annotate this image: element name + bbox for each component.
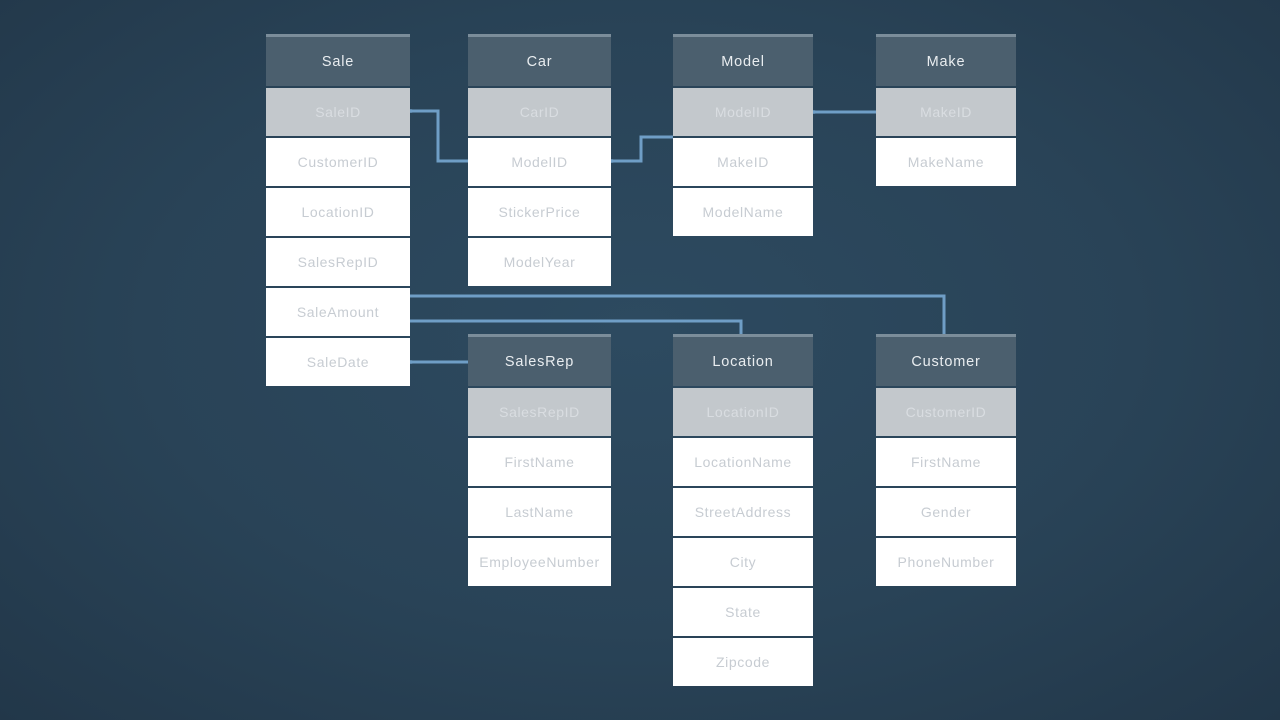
field-label: StickerPrice: [498, 204, 581, 220]
field-label: SalesRepID: [297, 254, 379, 270]
field-row-model-modelname: ModelName: [673, 188, 813, 236]
field-label: EmployeeNumber: [479, 554, 600, 570]
field-row-sale-locationid: LocationID: [266, 188, 410, 236]
field-row-make-makename: MakeName: [876, 138, 1016, 186]
field-label: SaleAmount: [296, 304, 380, 320]
field-row-car-stickerprice: StickerPrice: [468, 188, 611, 236]
field-label: CarID: [519, 104, 560, 120]
field-row-car-carid: CarID: [468, 88, 611, 136]
field-label: ModelID: [511, 154, 568, 170]
relationship-line-car-modelid-to-model-modelid: [611, 135, 673, 163]
field-label: City: [729, 554, 757, 570]
field-label: FirstName: [911, 454, 981, 470]
field-row-location-locationname: LocationName: [673, 438, 813, 486]
field-row-sale-saleid: SaleID: [266, 88, 410, 136]
table-make-title: Make: [926, 53, 966, 70]
field-label: Gender: [920, 504, 972, 520]
field-row-location-locationid: LocationID: [673, 388, 813, 436]
field-row-location-streetaddress: StreetAddress: [673, 488, 813, 536]
field-row-customer-customerid: CustomerID: [876, 388, 1016, 436]
field-label: MakeID: [920, 104, 972, 120]
table-sale-title: Sale: [321, 53, 355, 70]
table-car-header: Car: [468, 34, 611, 86]
field-row-sale-saleamount: SaleAmount: [266, 288, 410, 336]
field-label: StreetAddress: [694, 504, 792, 520]
table-make-header: Make: [876, 34, 1016, 86]
field-row-model-modelid: ModelID: [673, 88, 813, 136]
field-row-location-city: City: [673, 538, 813, 586]
field-label: PhoneNumber: [897, 554, 995, 570]
field-label: MakeID: [717, 154, 769, 170]
field-label: FirstName: [504, 454, 575, 470]
table-salesrep-header: SalesRep: [468, 334, 611, 386]
relationship-line-sale-saleid-to-car-modelid: [410, 109, 468, 163]
field-label: State: [725, 604, 761, 620]
field-row-sale-customerid: CustomerID: [266, 138, 410, 186]
field-row-salesrep-employeenumber: EmployeeNumber: [468, 538, 611, 586]
table-customer-title: Customer: [911, 353, 981, 370]
table-model-title: Model: [721, 53, 765, 70]
field-row-sale-saledate: SaleDate: [266, 338, 410, 386]
field-row-make-makeid: MakeID: [876, 88, 1016, 136]
field-row-sale-salesrepid: SalesRepID: [266, 238, 410, 286]
field-row-salesrep-lastname: LastName: [468, 488, 611, 536]
field-row-customer-gender: Gender: [876, 488, 1016, 536]
field-label: CustomerID: [297, 154, 379, 170]
table-location-header: Location: [673, 334, 813, 386]
table-location-title: Location: [712, 353, 774, 370]
field-row-car-modelyear: ModelYear: [468, 238, 611, 286]
field-row-customer-phonenumber: PhoneNumber: [876, 538, 1016, 586]
field-label: ModelID: [714, 104, 772, 120]
table-salesrep-title: SalesRep: [504, 353, 575, 370]
field-label: LocationID: [301, 204, 375, 220]
field-label: ModelName: [702, 204, 784, 220]
field-label: CustomerID: [905, 404, 987, 420]
field-row-customer-firstname: FirstName: [876, 438, 1016, 486]
field-label: MakeName: [907, 154, 985, 170]
field-label: SalesRepID: [499, 404, 580, 420]
table-customer-header: Customer: [876, 334, 1016, 386]
field-row-model-makeid: MakeID: [673, 138, 813, 186]
field-label: SaleDate: [306, 354, 370, 370]
field-label: LocationName: [694, 454, 792, 470]
table-sale-header: Sale: [266, 34, 410, 86]
field-label: Zipcode: [715, 654, 770, 670]
field-row-salesrep-salesrepid: SalesRepID: [468, 388, 611, 436]
field-row-salesrep-firstname: FirstName: [468, 438, 611, 486]
field-label: ModelYear: [503, 254, 576, 270]
field-label: LastName: [505, 504, 574, 520]
table-model-header: Model: [673, 34, 813, 86]
field-row-location-zipcode: Zipcode: [673, 638, 813, 686]
field-row-location-state: State: [673, 588, 813, 636]
field-label: LocationID: [706, 404, 780, 420]
field-row-car-modelid: ModelID: [468, 138, 611, 186]
table-car-title: Car: [526, 53, 553, 70]
field-label: SaleID: [315, 104, 361, 120]
relationship-line-sale-to-customer: [410, 294, 946, 337]
